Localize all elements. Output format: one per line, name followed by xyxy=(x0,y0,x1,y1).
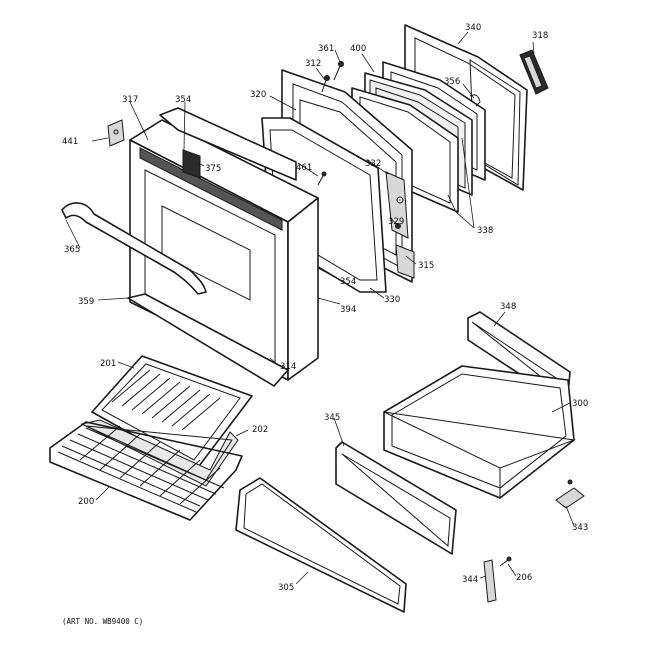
broiler-pan-202 xyxy=(80,419,239,487)
callout-201: 201 xyxy=(100,359,116,369)
callout-345: 345 xyxy=(324,413,340,423)
callout-320: 320 xyxy=(250,90,266,100)
handle-bracket-318 xyxy=(519,49,549,95)
callout-202: 202 xyxy=(252,425,268,435)
callout-330: 330 xyxy=(384,295,400,305)
callout-340: 340 xyxy=(465,23,481,33)
callout-461: 461 xyxy=(296,163,312,173)
callout-305: 305 xyxy=(278,583,294,593)
callout-348: 348 xyxy=(500,302,516,312)
callout-300: 300 xyxy=(572,399,588,409)
callout-365: 365 xyxy=(64,245,80,255)
callout-labels: 340 318 361 400 312 356 320 317 354 441 … xyxy=(62,23,588,593)
hinge-375 xyxy=(182,149,201,179)
oven-rack-200 xyxy=(49,421,243,521)
callout-317: 317 xyxy=(122,95,138,105)
callout-400: 400 xyxy=(350,44,366,54)
callout-332: 332 xyxy=(365,159,381,169)
callout-359: 359 xyxy=(78,297,94,307)
door-side-piece-354 xyxy=(159,107,297,181)
callout-315: 315 xyxy=(418,261,434,271)
hinge-bracket-315 xyxy=(385,171,415,279)
drawer-side-345 xyxy=(335,441,457,555)
leader-lines xyxy=(65,31,575,585)
callout-338: 338 xyxy=(477,226,493,236)
screw-329 xyxy=(395,223,401,229)
glide-344 xyxy=(483,559,497,603)
callout-200: 200 xyxy=(78,497,94,507)
glide-343 xyxy=(555,479,585,509)
screw-361 xyxy=(333,61,344,81)
callout-206: 206 xyxy=(516,573,532,583)
callout-314: 314 xyxy=(280,362,296,372)
callout-354-lower: 354 xyxy=(340,277,356,287)
drawer-front-305 xyxy=(235,477,407,613)
callout-394: 394 xyxy=(340,305,356,315)
callout-318: 318 xyxy=(532,31,548,41)
art-reference-code: (ART NO. WB9400 C) xyxy=(62,617,143,626)
callout-441: 441 xyxy=(62,137,78,147)
callout-356: 356 xyxy=(444,77,460,87)
screw-461 xyxy=(317,171,327,186)
clip-441 xyxy=(107,119,125,147)
callout-344: 344 xyxy=(462,575,478,585)
callout-375: 375 xyxy=(205,164,221,174)
callout-329: 329 xyxy=(388,217,404,227)
callout-343: 343 xyxy=(572,523,588,533)
broiler-pan-grid-201 xyxy=(91,355,253,471)
callout-312: 312 xyxy=(305,59,321,69)
callout-361: 361 xyxy=(318,44,334,54)
screw-206 xyxy=(499,556,512,567)
door-bottom-trim-359 xyxy=(127,293,289,387)
drawer-body-300 xyxy=(383,365,576,499)
screw-312 xyxy=(321,75,330,93)
callout-354-upper: 354 xyxy=(175,95,191,105)
oven-door-handle-365 xyxy=(61,202,207,295)
